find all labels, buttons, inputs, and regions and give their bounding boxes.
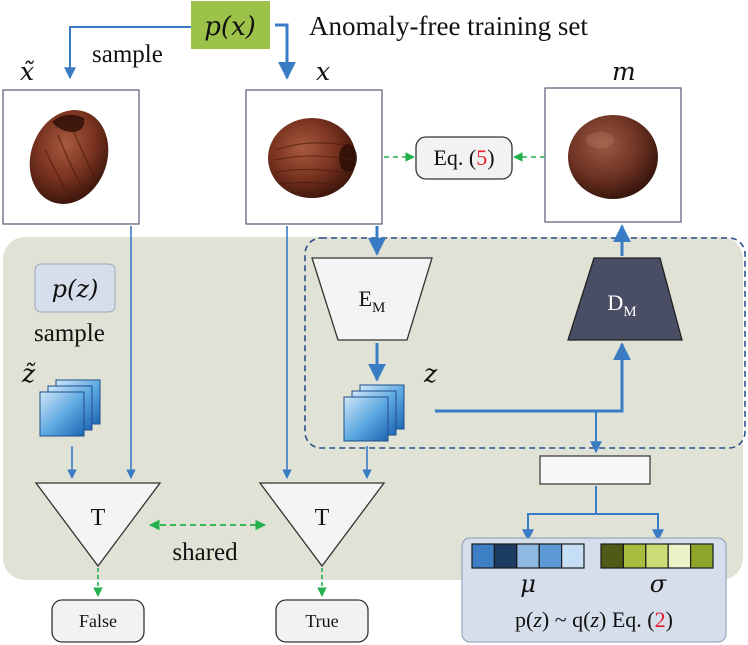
arrow-px-to-x-tilde: [64, 26, 191, 80]
eq2-number: 2: [655, 607, 666, 632]
false-label: False: [79, 611, 117, 631]
sigma-label: σ: [650, 570, 667, 598]
true-output-box: [275, 599, 369, 643]
sigma-cell: [645, 543, 669, 569]
eq5-box: [415, 136, 513, 180]
arrow-z-to-decoder: [435, 342, 631, 413]
x-tilde-label: x̃: [20, 57, 35, 86]
mu-cell: [538, 543, 563, 569]
arrow-px-to-x: [275, 23, 296, 80]
prior-px-label: p(x): [204, 12, 256, 42]
m-label: m: [612, 57, 636, 86]
discriminator-right: [258, 482, 386, 568]
mu-label: μ: [520, 570, 536, 598]
sigma-cell: [689, 543, 714, 569]
latent-stack-z: [343, 384, 405, 442]
encoder-label-sub: M: [372, 300, 385, 316]
decoder-label: DM: [607, 290, 636, 320]
eq2-suffix2: ): [666, 607, 673, 632]
encoder-shape: [311, 257, 433, 341]
prior-pz-box: [34, 263, 116, 313]
decoder-label-main: D: [607, 290, 623, 315]
hazelnut-image-x-tilde: [29, 110, 109, 204]
decoder-shape: [567, 257, 683, 341]
eq2-z2: z: [589, 607, 599, 632]
true-label: True: [305, 611, 338, 631]
arrow-split-mu-sigma: [527, 486, 659, 536]
sample-label-left: sample: [34, 320, 105, 347]
mu-cell: [493, 543, 518, 569]
eq5-number: 5: [476, 145, 487, 170]
eq2-p: p(: [515, 607, 533, 632]
hazelnut-image-m: [568, 115, 658, 199]
eq5-prefix: Eq. (: [433, 145, 476, 170]
encoder-output-box: [539, 455, 651, 485]
z-label: z: [423, 359, 438, 388]
encoder-label: EM: [359, 286, 386, 316]
sigma-cell: [600, 543, 624, 569]
eq5-suffix: ): [487, 145, 494, 170]
autoencoder-region: [304, 237, 746, 449]
z-tilde-label: z̃: [21, 359, 36, 388]
decoder-label-sub: M: [623, 304, 636, 320]
x-label: x: [316, 57, 330, 86]
sample-label-top: sample: [92, 41, 163, 68]
prior-px-box: [191, 1, 270, 49]
sigma-cell: [667, 543, 692, 569]
eq5-label: Eq. (5): [433, 145, 494, 170]
mu-cell: [516, 543, 540, 569]
eq2-z1: z: [532, 607, 542, 632]
sigma-vector: [600, 543, 714, 569]
eq2-label: p(z) ~ q(z) Eq. (2): [515, 607, 673, 632]
eq2-mid: ) ~ q(: [542, 607, 591, 632]
T-right-label: T: [315, 505, 330, 531]
T-left-label: T: [91, 505, 106, 531]
discriminator-left: [34, 482, 162, 568]
sigma-cell: [622, 543, 647, 569]
hazelnut-image-x: [268, 118, 357, 198]
mu-cell: [471, 543, 495, 569]
false-output-box: [51, 599, 145, 643]
prior-pz-label: p(z): [52, 275, 99, 303]
mu-cell: [560, 543, 585, 569]
encoder-label-main: E: [359, 286, 372, 311]
training-set-label: Anomaly-free training set: [309, 11, 588, 41]
eq2-suffix1: ) Eq. (: [599, 607, 655, 632]
latent-stack-z-tilde: [39, 379, 101, 437]
mu-vector: [471, 543, 585, 569]
shared-label: shared: [172, 539, 238, 566]
